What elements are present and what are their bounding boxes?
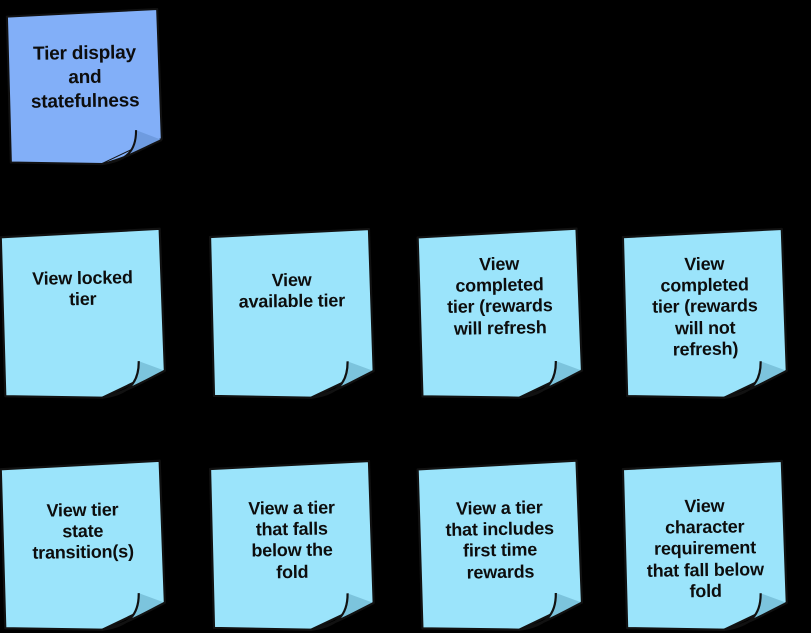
sticky-note-shape (621, 459, 788, 631)
sticky-note-shape (416, 227, 584, 399)
sticky-note-tier-display-and-statefulness[interactable]: Tier display and statefulness (5, 7, 165, 169)
sticky-note-view-a-tier-that-includes-first-time-rewards[interactable]: View a tier that includes first time rew… (416, 459, 585, 633)
sticky-note-shape (0, 227, 166, 399)
sticky-note-view-tier-state-transitions[interactable]: View tier state transition(s) (0, 459, 167, 633)
sticky-note-shape (208, 227, 375, 399)
sticky-note-shape (621, 227, 788, 399)
sticky-note-view-locked-tier[interactable]: View locked tier (0, 227, 167, 402)
sticky-note-view-a-tier-that-falls-below-the-fold[interactable]: View a tier that falls below the fold (208, 459, 376, 633)
sticky-note-view-completed-tier-rewards-will-not-refresh[interactable]: View completed tier (rewards will not re… (621, 227, 789, 401)
sticky-note-view-available-tier[interactable]: View available tier (208, 227, 376, 401)
sticky-note-shape (208, 459, 375, 631)
sticky-note-view-character-requirement-that-fall-below-fold[interactable]: View character requirement that fall bel… (621, 459, 789, 633)
sticky-note-shape (5, 7, 163, 166)
sticky-note-shape (416, 459, 584, 631)
sticky-note-view-completed-tier-rewards-will-refresh[interactable]: View completed tier (rewards will refres… (416, 227, 585, 402)
sticky-note-shape (0, 459, 166, 631)
